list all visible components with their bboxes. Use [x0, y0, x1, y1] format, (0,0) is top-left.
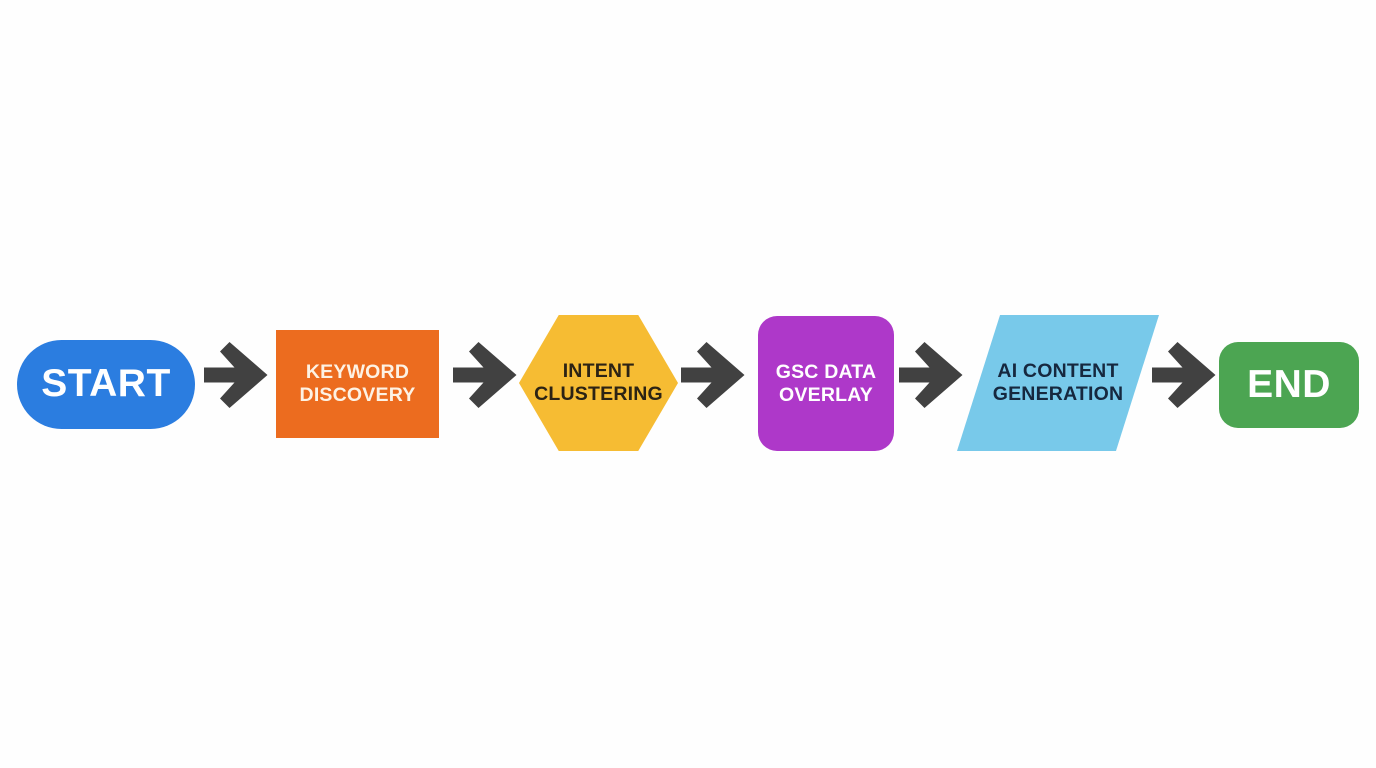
arrow-right-icon	[453, 341, 519, 409]
flow-node-start-label: START	[41, 362, 171, 406]
arrow-right-icon	[204, 341, 270, 409]
flow-node-intent-clustering[interactable]: INTENT CLUSTERING	[519, 315, 678, 451]
arrow-right-icon	[899, 341, 965, 409]
flow-node-start[interactable]: START	[17, 340, 195, 429]
flow-node-gsc-data-overlay[interactable]: GSC DATA OVERLAY	[758, 316, 894, 451]
flow-node-ai-content-generation-label: AI CONTENT GENERATION	[992, 360, 1124, 405]
flow-node-ai-content-generation[interactable]: AI CONTENT GENERATION	[957, 315, 1159, 451]
flow-node-end[interactable]: END	[1219, 342, 1359, 428]
arrow-right-icon	[1152, 341, 1218, 409]
flow-node-intent-clustering-label: INTENT CLUSTERING	[534, 360, 663, 405]
flow-node-end-label: END	[1247, 362, 1331, 406]
flow-node-keyword-discovery[interactable]: KEYWORD DISCOVERY	[276, 330, 439, 438]
arrow-right-icon	[681, 341, 747, 409]
flow-node-keyword-discovery-label: KEYWORD DISCOVERY	[299, 361, 416, 406]
flow-node-gsc-data-overlay-label: GSC DATA OVERLAY	[775, 360, 877, 406]
